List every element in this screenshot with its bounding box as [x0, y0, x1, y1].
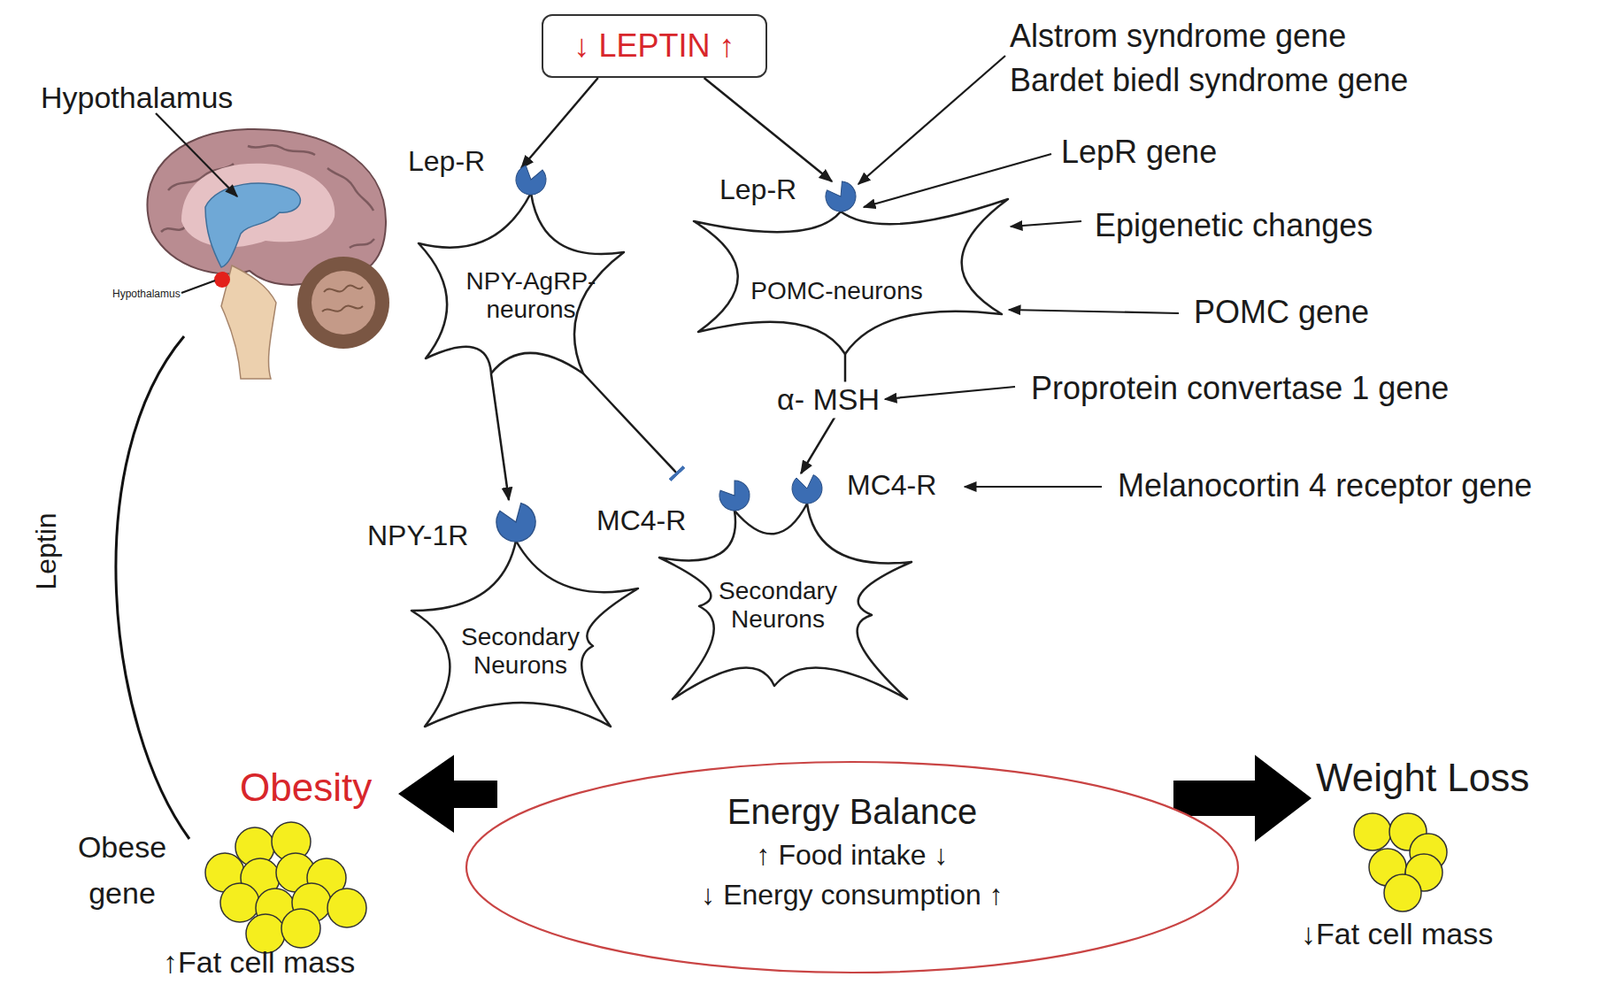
leader-line: [181, 280, 216, 293]
receptor-symbol: [493, 500, 539, 545]
hormone-box: ↓ LEPTIN ↑: [541, 14, 768, 78]
node-text: Secondary Neurons: [707, 576, 849, 634]
hypothalamus-dot: [214, 271, 231, 288]
cerebellum-fold: [322, 285, 363, 312]
leader-arrow: [884, 386, 1016, 400]
gene-label: Epigenetic changes: [1094, 207, 1373, 244]
gene-label: Proprotein convertase 1 gene: [1030, 369, 1449, 407]
signal-arrow: [521, 77, 599, 169]
block-arrow: [398, 754, 498, 833]
leptin-feedback-curve: [115, 336, 190, 839]
brain-gyrus: [161, 226, 186, 232]
energy-balance-ellipse: Energy Balance ↑ Food intake ↓ ↓ Energy co…: [464, 760, 1240, 975]
leader-arrow: [1008, 309, 1179, 314]
fat-cells: [205, 822, 367, 954]
edge-label: α- MSH: [773, 381, 884, 418]
leader-arrow: [858, 55, 1006, 185]
receptors: [493, 161, 861, 546]
neuron-outline: [659, 503, 912, 700]
receptor-symbol: [822, 178, 861, 216]
outcome-label: Weight Loss: [1315, 755, 1530, 801]
gene-label: Alstrom syndrome gene: [1009, 17, 1347, 54]
fat-cells: [1353, 813, 1447, 912]
receptor-label: NPY-1R: [367, 519, 469, 553]
cerebellum-inner: [311, 270, 376, 335]
neuron-cell: NPY-AgRP- neurons: [418, 168, 624, 374]
caption-label: ↑Fat cell mass: [162, 945, 355, 980]
neuron-outline: [418, 192, 624, 374]
receptor-symbol: [792, 475, 823, 504]
brain-illustration: [146, 129, 390, 379]
gene-label: Melanocortin 4 receptor gene: [1117, 467, 1532, 504]
fat-cell: [1384, 874, 1422, 912]
receptor-label: MC4-R: [846, 469, 937, 502]
caption-label: ↓Fat cell mass: [1300, 916, 1493, 952]
receptor-label: MC4-R: [596, 504, 686, 538]
receptor-label: Lep-R: [719, 173, 797, 207]
node-text: ↑ Food intake ↓: [756, 838, 949, 872]
region-label: Hypothalamus: [112, 288, 181, 301]
hormone-label: Leptin: [30, 512, 63, 590]
leader-arrow: [863, 153, 1052, 208]
gene-label: POMC gene: [1193, 293, 1370, 331]
receptor-symbol: [510, 161, 551, 200]
cerebellum: [297, 256, 390, 349]
region-label: Hypothalamus: [40, 80, 233, 116]
brain-ventricle: [205, 183, 300, 268]
node-text: NPY-AgRP- neurons: [460, 267, 602, 324]
node-text: ↓ Energy consumption ↑: [700, 878, 1004, 912]
neuron-cell: Secondary Neurons: [659, 473, 916, 704]
gene-label: Obese gene: [69, 823, 176, 916]
fat-cell: [1353, 813, 1392, 851]
receptor-label: Lep-R: [407, 145, 485, 178]
brain-gyrus: [327, 168, 374, 211]
fat-cell: [327, 888, 367, 928]
ellipse-outline: [466, 761, 1239, 973]
fat-cell: [281, 908, 321, 948]
outcome-label: Obesity: [239, 765, 372, 811]
leader-arrows: [155, 55, 1179, 487]
neuron-outline: [693, 199, 1008, 354]
brain-gyrus: [349, 238, 375, 248]
signal-arrow: [704, 77, 832, 182]
node-text: ↓ LEPTIN ↑: [573, 27, 735, 64]
node-text: Secondary Neurons: [449, 623, 592, 680]
leader-arrow: [155, 113, 238, 197]
node-text: POMC-neurons: [722, 276, 953, 306]
node-text: Energy Balance: [727, 791, 977, 832]
signal-arrow: [491, 373, 509, 500]
brain-gyrus: [247, 145, 316, 155]
inhibition-line: [583, 373, 677, 474]
fat-cell: [220, 883, 260, 923]
gene-label: Bardet biedl syndrome gene: [1009, 61, 1408, 99]
gene-label: LepR gene: [1061, 133, 1217, 170]
receptor-symbol: [715, 476, 755, 516]
leader-arrow: [1010, 221, 1082, 227]
leader-arrow: [964, 485, 1102, 488]
neuron-outline: [411, 540, 639, 727]
